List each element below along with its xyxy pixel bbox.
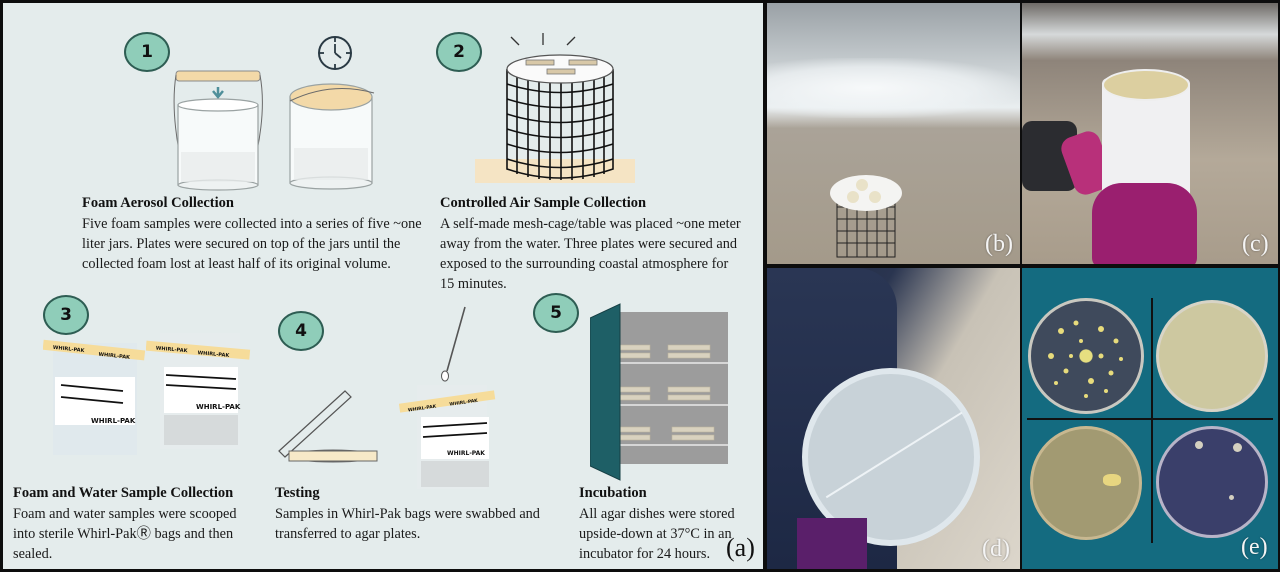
purple-glove	[797, 518, 867, 569]
vertical-divider	[1151, 298, 1153, 543]
panel-a-label: (a)	[726, 533, 755, 562]
step-4-description: Samples in Whirl-Pak bags were swabbed a…	[275, 506, 540, 542]
whirl-pak-bag-water-icon: WHIRL-PAK WHIRL-PAK WHIRL-PAK	[43, 339, 146, 455]
svg-text:WHIRL-PAK: WHIRL-PAK	[197, 350, 230, 359]
photo-c-jar-in-hand: (c)	[1022, 3, 1278, 264]
step-5-title: Incubation	[579, 485, 647, 501]
step-1-description: Five foam samples were collected into a …	[82, 216, 422, 272]
svg-text:WHIRL-PAK: WHIRL-PAK	[408, 404, 438, 414]
step-4-badge: 4	[278, 311, 324, 351]
horizontal-divider	[1027, 418, 1273, 420]
step-1-badge: 1	[124, 32, 170, 72]
svg-text:WHIRL-PAK: WHIRL-PAK	[98, 352, 131, 361]
colony	[1229, 495, 1234, 500]
sealed-jar-icon	[289, 83, 375, 190]
surf-foam	[767, 58, 1020, 118]
incubator-icon	[590, 303, 728, 481]
photo-d-label: (d)	[982, 536, 1010, 562]
step-5-description: All agar dishes were stored upside-down …	[579, 506, 735, 562]
agar-plate-on-jar	[1102, 69, 1190, 101]
colony	[1195, 441, 1203, 449]
photo-e-label: (e)	[1241, 534, 1268, 560]
step-1-title: Foam Aerosol Collection	[82, 195, 234, 211]
step-2-title: Controlled Air Sample Collection	[440, 195, 647, 211]
photo-e-agar-plates: (e)	[1022, 268, 1278, 569]
colonies	[1048, 320, 1123, 398]
jar-with-plate-icon	[173, 70, 263, 191]
plate-sparse-growth	[1156, 426, 1268, 538]
panel-a-protocol-diagram: 1 Foam Aerosol Collection	[3, 3, 763, 569]
step-2-description: A self-made mesh-cage/table was placed ~…	[440, 216, 741, 292]
colony	[1233, 443, 1242, 452]
step-3-badge: 3	[43, 295, 89, 335]
step-2-badge: 2	[436, 32, 482, 72]
mesh-cage-table-icon	[475, 33, 635, 183]
mesh-cage-photo	[830, 175, 902, 258]
step-5-badge: 5	[533, 293, 579, 333]
petri-dish-open-icon	[278, 390, 378, 463]
step-3-title: Foam and Water Sample Collection	[13, 485, 234, 501]
photo-c-label: (c)	[1242, 231, 1269, 257]
photo-d-plate-closeup: (d)	[767, 268, 1020, 569]
svg-text:WHIRL-PAK: WHIRL-PAK	[196, 403, 241, 411]
svg-text:WHIRL-PAK: WHIRL-PAK	[156, 346, 189, 355]
step-4-title: Testing	[275, 485, 320, 501]
photo-b-beach-cage: (b)	[767, 3, 1020, 264]
clock-icon	[318, 36, 352, 70]
svg-text:WHIRL-PAK: WHIRL-PAK	[449, 398, 479, 408]
string-line	[825, 411, 963, 498]
swab-icon	[441, 306, 466, 382]
whirl-pak-bag-foam-icon: WHIRL-PAK WHIRL-PAK WHIRL-PAK	[146, 333, 251, 449]
pink-glove-right	[1092, 183, 1197, 264]
petri-dish	[802, 368, 980, 546]
whirl-pak-bag-icon: WHIRL-PAK WHIRL-PAK WHIRL-PAK	[399, 385, 496, 489]
svg-text:WHIRL-PAK: WHIRL-PAK	[53, 345, 86, 354]
svg-text:WHIRL-PAK: WHIRL-PAK	[91, 417, 136, 425]
plate-streak-growth	[1030, 426, 1142, 540]
photo-b-label: (b)	[985, 231, 1013, 257]
step-3-description: Foam and water samples were scooped into…	[13, 506, 237, 562]
svg-text:WHIRL-PAK: WHIRL-PAK	[447, 450, 485, 457]
colony-cluster	[1103, 474, 1121, 486]
plate-heavy-growth	[1028, 298, 1144, 414]
plate-light-growth	[1156, 300, 1268, 412]
